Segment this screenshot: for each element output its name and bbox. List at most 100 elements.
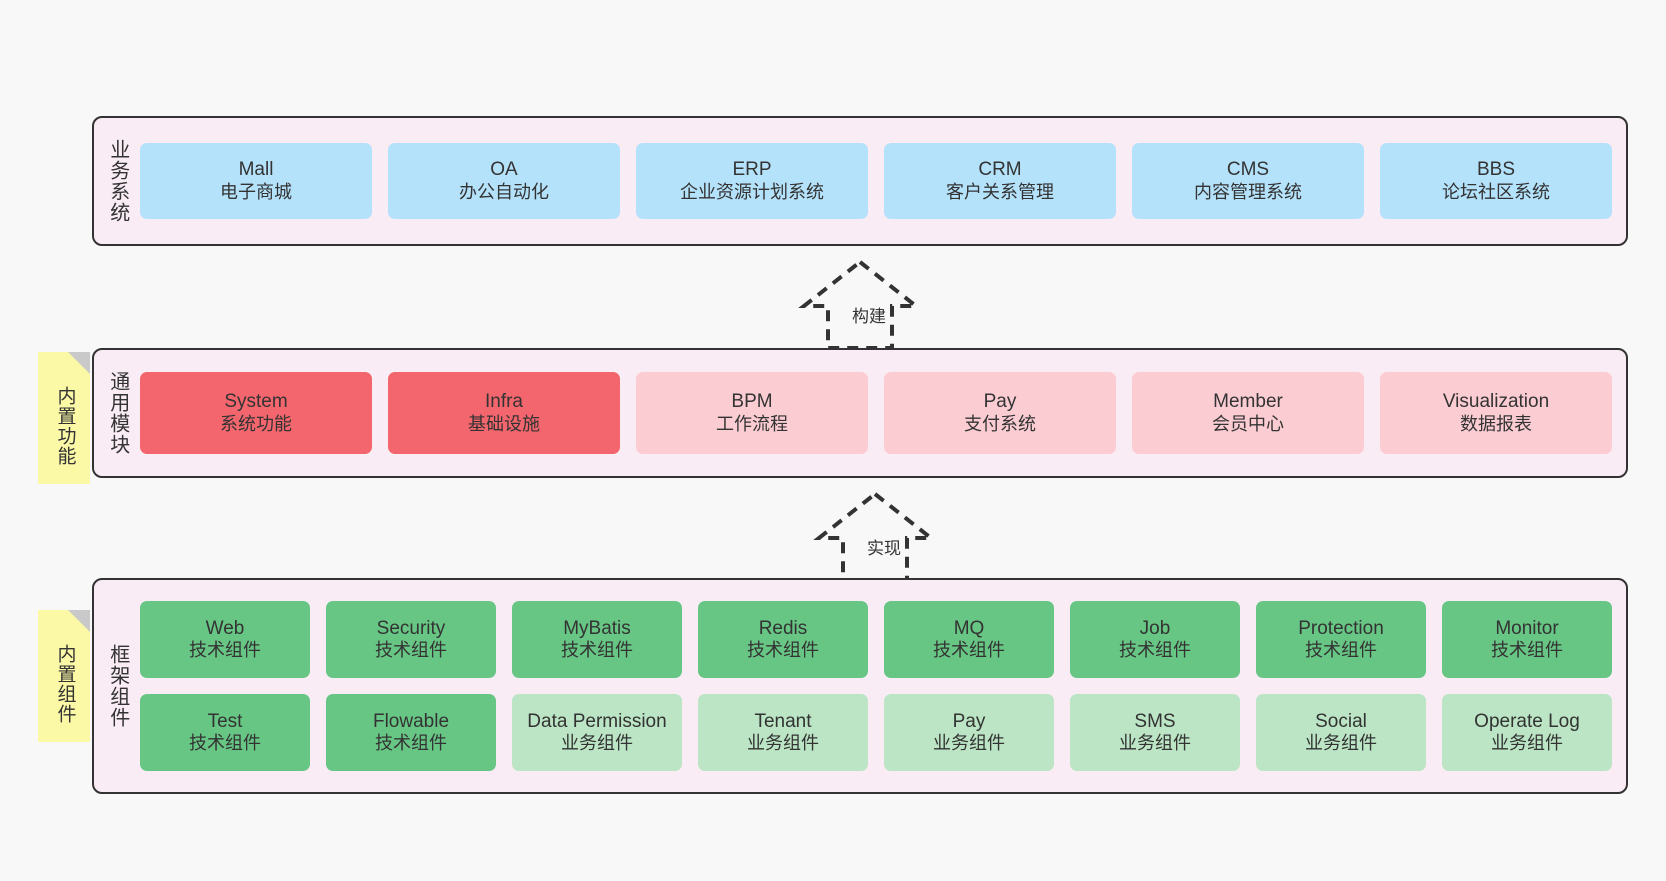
card-crm[interactable]: CRM 客户关系管理 <box>884 143 1116 219</box>
card-subtitle: 内容管理系统 <box>1194 181 1302 202</box>
card-subtitle: 技术组件 <box>1491 640 1563 661</box>
card-title: OA <box>490 159 518 181</box>
card-redis[interactable]: Redis 技术组件 <box>698 601 868 678</box>
card-subtitle: 系统功能 <box>220 413 292 434</box>
card-protection[interactable]: Protection 技术组件 <box>1256 601 1426 678</box>
sticky-note-label: 内置功能 <box>54 386 76 466</box>
card-security[interactable]: Security 技术组件 <box>326 601 496 678</box>
card-title: SMS <box>1134 710 1176 732</box>
card-web[interactable]: Web 技术组件 <box>140 601 310 678</box>
card-row-tech-components: Web 技术组件 Security 技术组件 MyBatis 技术组件 Redi… <box>140 601 1612 678</box>
card-subtitle: 会员中心 <box>1212 413 1284 434</box>
card-job[interactable]: Job 技术组件 <box>1070 601 1240 678</box>
card-operate-log[interactable]: Operate Log 业务组件 <box>1442 694 1612 771</box>
card-subtitle: 技术组件 <box>375 640 447 661</box>
layer-body-framework-components: Web 技术组件 Security 技术组件 MyBatis 技术组件 Redi… <box>140 580 1626 792</box>
card-sms[interactable]: SMS 业务组件 <box>1070 694 1240 771</box>
card-member[interactable]: Member 会员中心 <box>1132 372 1364 454</box>
card-title: Pay <box>983 391 1017 413</box>
card-row-business-components: Test 技术组件 Flowable 技术组件 Data Permission … <box>140 694 1612 771</box>
card-title: Visualization <box>1442 391 1550 413</box>
card-subtitle: 业务组件 <box>933 733 1005 754</box>
layer-title-common-modules: 通用模块 <box>106 371 129 455</box>
card-bbs[interactable]: BBS 论坛社区系统 <box>1380 143 1612 219</box>
card-title: Operate Log <box>1474 710 1580 732</box>
card-mybatis[interactable]: MyBatis 技术组件 <box>512 601 682 678</box>
card-subtitle: 技术组件 <box>1305 640 1377 661</box>
connector-label: 实现 <box>867 539 901 558</box>
card-subtitle: 技术组件 <box>189 733 261 754</box>
card-subtitle: 业务组件 <box>1491 733 1563 754</box>
card-title: Protection <box>1298 617 1384 639</box>
card-data-permission[interactable]: Data Permission 业务组件 <box>512 694 682 771</box>
card-erp[interactable]: ERP 企业资源计划系统 <box>636 143 868 219</box>
connector-implement: 实现 <box>795 490 955 582</box>
card-title: MyBatis <box>563 617 631 639</box>
card-subtitle: 技术组件 <box>189 640 261 661</box>
card-subtitle: 客户关系管理 <box>946 181 1054 202</box>
card-test[interactable]: Test 技术组件 <box>140 694 310 771</box>
card-visualization[interactable]: Visualization 数据报表 <box>1380 372 1612 454</box>
card-subtitle: 支付系统 <box>964 413 1036 434</box>
card-title: Data Permission <box>527 710 667 732</box>
card-title: Test <box>207 710 243 732</box>
card-subtitle: 业务组件 <box>1119 733 1191 754</box>
card-title: Flowable <box>372 710 450 732</box>
card-subtitle: 业务组件 <box>561 733 633 754</box>
layer-business-systems: 业务系统 Mall 电子商城 OA 办公自动化 ERP 企业资源计划系统 CRM… <box>92 116 1628 246</box>
connector-build: 构建 <box>780 258 940 350</box>
card-title: MQ <box>953 617 985 639</box>
card-subtitle: 企业资源计划系统 <box>680 181 824 202</box>
card-bpm[interactable]: BPM 工作流程 <box>636 372 868 454</box>
card-social[interactable]: Social 业务组件 <box>1256 694 1426 771</box>
card-subtitle: 电子商城 <box>220 181 292 202</box>
card-title: Tenant <box>754 710 812 732</box>
card-subtitle: 技术组件 <box>933 640 1005 661</box>
card-subtitle: 技术组件 <box>1119 640 1191 661</box>
card-title: Member <box>1213 391 1283 413</box>
card-mall[interactable]: Mall 电子商城 <box>140 143 372 219</box>
connector-label: 构建 <box>852 307 886 326</box>
card-subtitle: 业务组件 <box>1305 733 1377 754</box>
sticky-note-builtin-features: 内置功能 <box>38 352 90 484</box>
card-title: Pay <box>952 710 986 732</box>
card-flowable[interactable]: Flowable 技术组件 <box>326 694 496 771</box>
card-cms[interactable]: CMS 内容管理系统 <box>1132 143 1364 219</box>
card-title: System <box>224 391 288 413</box>
layer-body-common-modules: System 系统功能 Infra 基础设施 BPM 工作流程 Pay 支付系统… <box>140 350 1626 476</box>
card-row-common-modules: System 系统功能 Infra 基础设施 BPM 工作流程 Pay 支付系统… <box>140 372 1612 454</box>
card-pay-module[interactable]: Pay 支付系统 <box>884 372 1116 454</box>
card-monitor[interactable]: Monitor 技术组件 <box>1442 601 1612 678</box>
card-subtitle: 基础设施 <box>468 413 540 434</box>
layer-common-modules: 通用模块 System 系统功能 Infra 基础设施 BPM 工作流程 Pay… <box>92 348 1628 478</box>
folded-corner-icon <box>68 610 90 632</box>
card-subtitle: 办公自动化 <box>459 181 549 202</box>
card-row-business-systems: Mall 电子商城 OA 办公自动化 ERP 企业资源计划系统 CRM 客户关系… <box>140 143 1612 219</box>
card-pay-component[interactable]: Pay 业务组件 <box>884 694 1054 771</box>
layer-title-business-systems: 业务系统 <box>106 139 129 223</box>
card-title: CRM <box>978 159 1022 181</box>
card-subtitle: 工作流程 <box>716 413 788 434</box>
card-title: Security <box>376 617 446 639</box>
sticky-note-builtin-components: 内置组件 <box>38 610 90 742</box>
card-tenant[interactable]: Tenant 业务组件 <box>698 694 868 771</box>
layer-body-business-systems: Mall 电子商城 OA 办公自动化 ERP 企业资源计划系统 CRM 客户关系… <box>140 118 1626 244</box>
card-subtitle: 业务组件 <box>747 733 819 754</box>
card-title: ERP <box>732 159 772 181</box>
card-oa[interactable]: OA 办公自动化 <box>388 143 620 219</box>
layer-title-framework-components: 框架组件 <box>106 644 129 728</box>
card-subtitle: 技术组件 <box>747 640 819 661</box>
card-mq[interactable]: MQ 技术组件 <box>884 601 1054 678</box>
card-title: BPM <box>731 391 773 413</box>
card-title: Monitor <box>1495 617 1559 639</box>
card-system[interactable]: System 系统功能 <box>140 372 372 454</box>
card-title: BBS <box>1476 159 1516 181</box>
card-subtitle: 技术组件 <box>375 733 447 754</box>
folded-corner-icon <box>68 352 90 374</box>
card-subtitle: 数据报表 <box>1460 413 1532 434</box>
card-subtitle: 论坛社区系统 <box>1442 181 1550 202</box>
card-infra[interactable]: Infra 基础设施 <box>388 372 620 454</box>
card-title: Redis <box>758 617 808 639</box>
card-title: Web <box>205 617 245 639</box>
